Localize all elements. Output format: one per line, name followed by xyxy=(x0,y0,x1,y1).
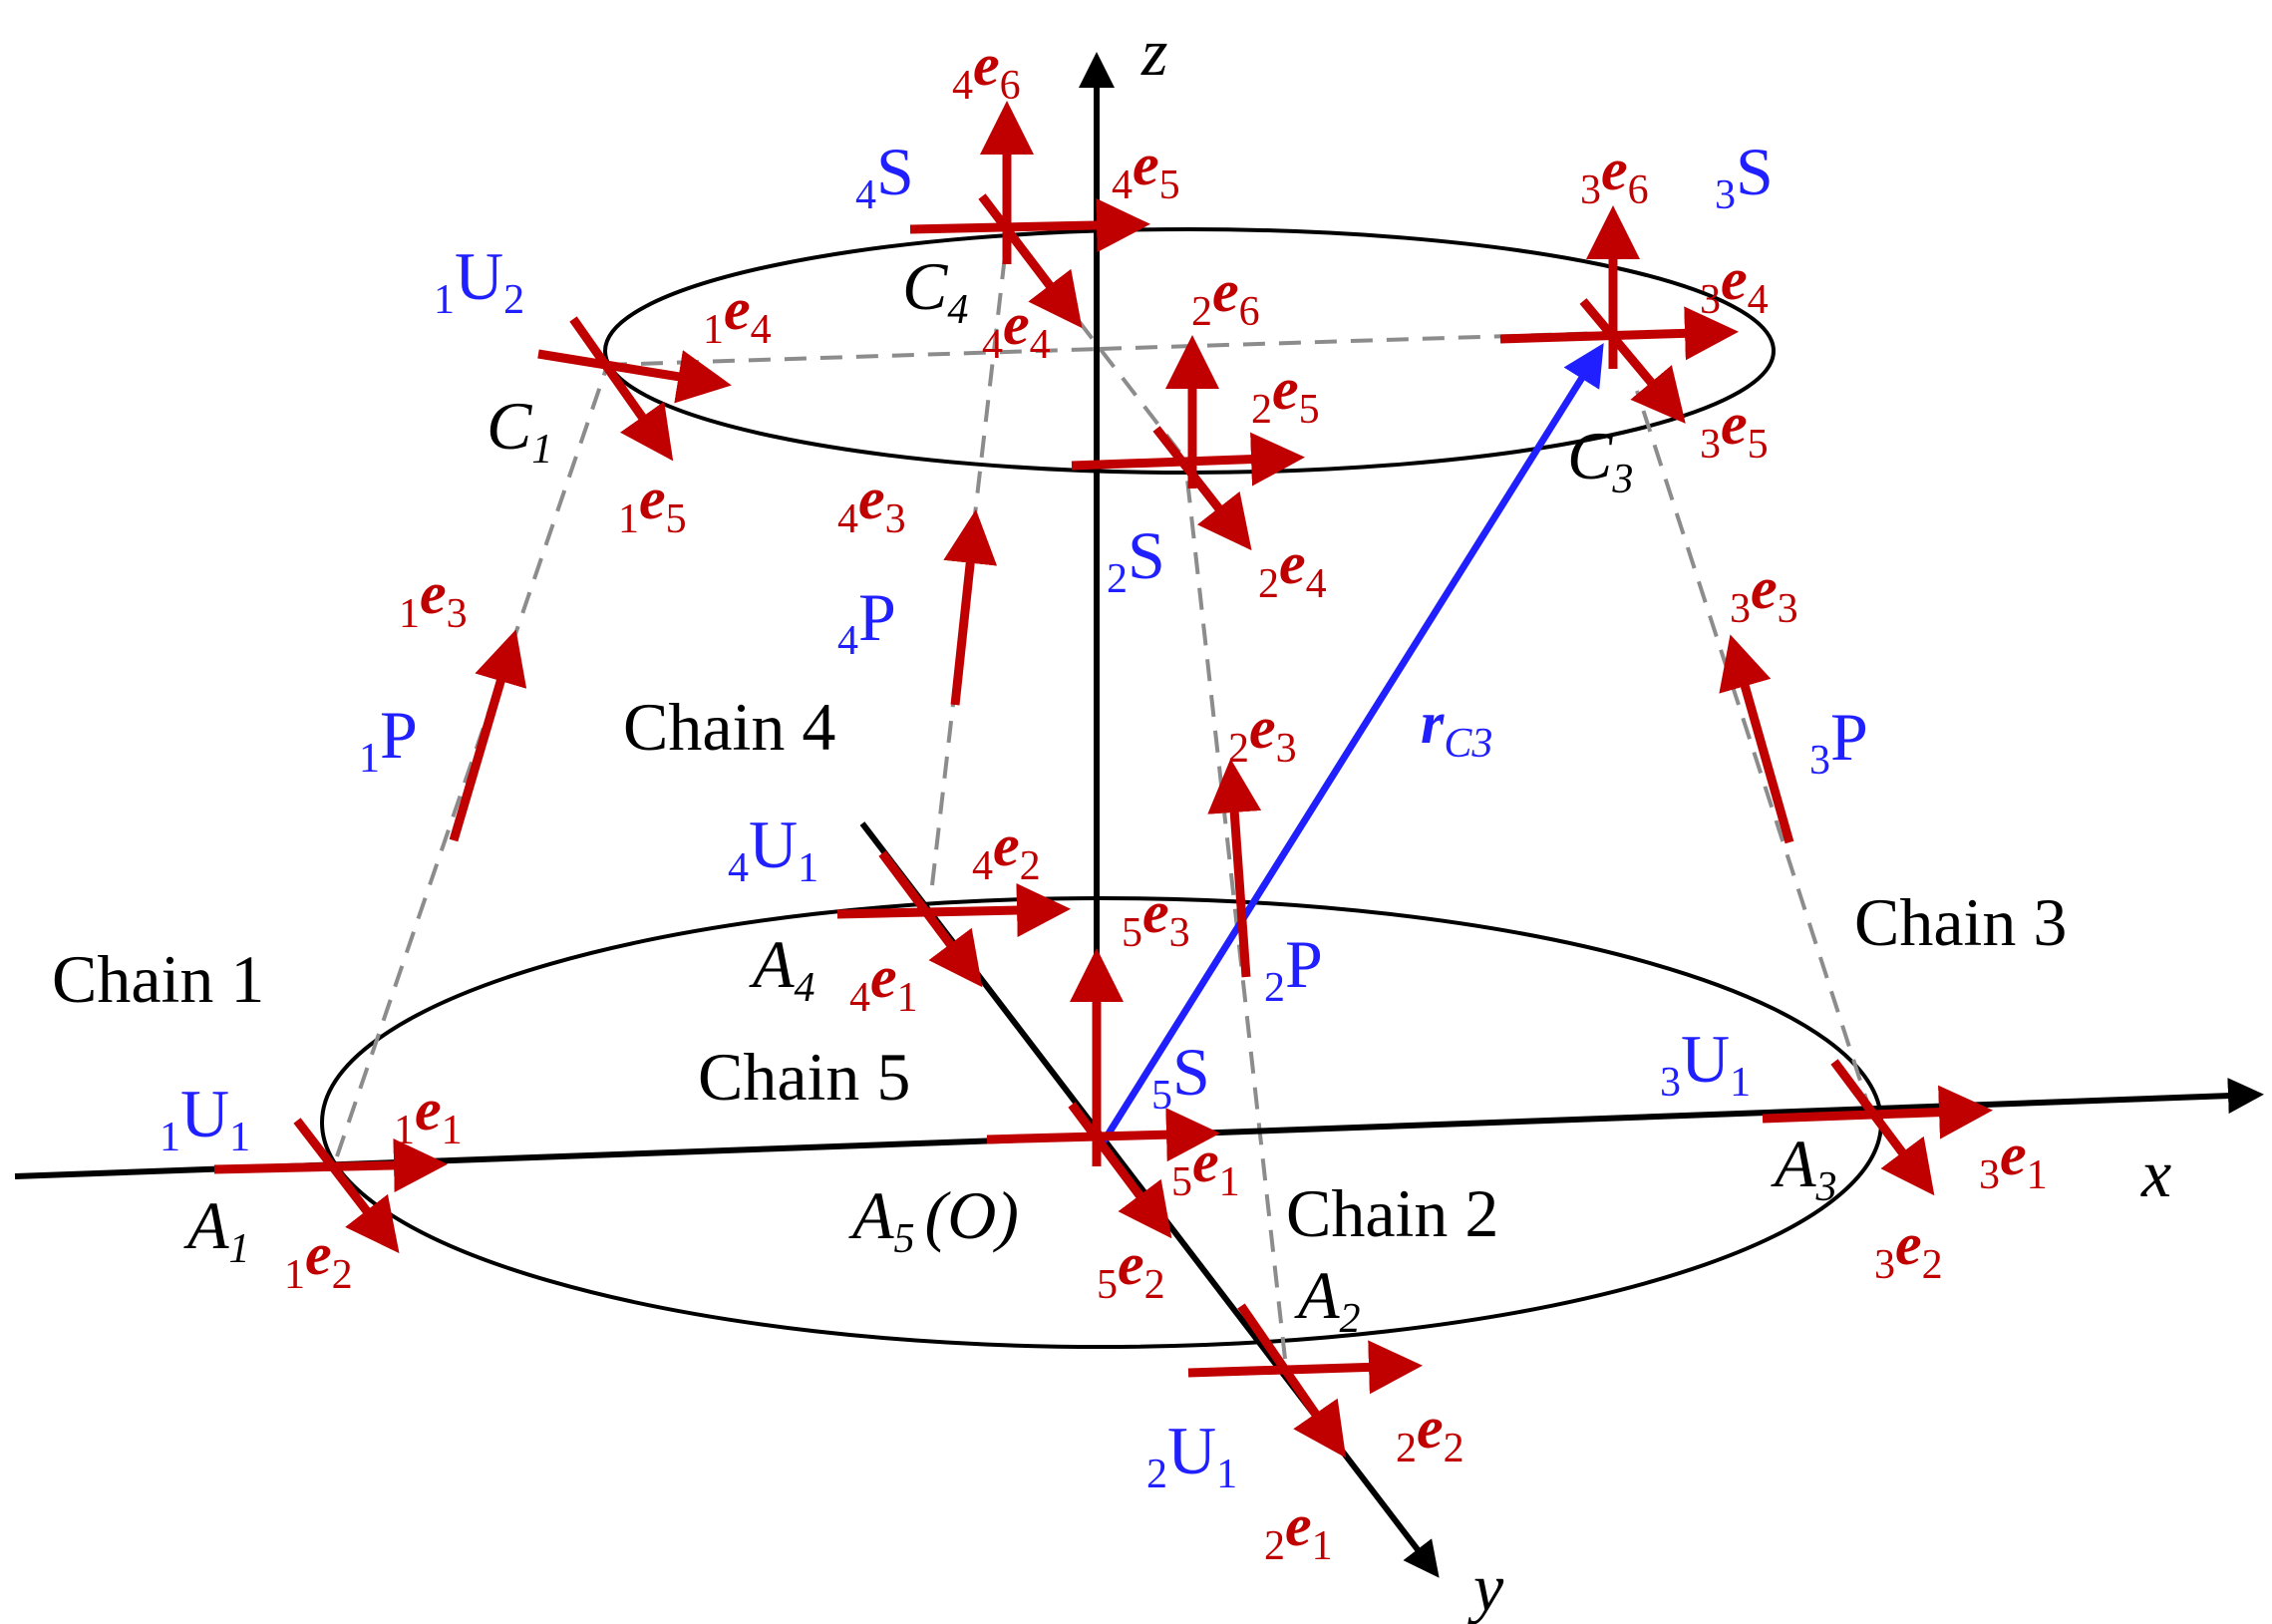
point-c3: C3 xyxy=(1567,418,1633,502)
joint-2u1: 2U1 xyxy=(1146,1413,1237,1497)
unit-vector-arrows xyxy=(213,101,1993,1459)
label-4e6: 4e6 xyxy=(952,32,1021,109)
label-5e2: 5e2 xyxy=(1097,1231,1165,1308)
label-2e5: 2e5 xyxy=(1251,356,1320,433)
label-2e2: 2e2 xyxy=(1396,1395,1464,1471)
joint-2s: 2S xyxy=(1107,517,1165,602)
label-3e3: 3e3 xyxy=(1730,555,1798,632)
label-1e2: 1e2 xyxy=(284,1221,353,1298)
label-2e1: 2e1 xyxy=(1264,1492,1333,1569)
joint-3p: 3P xyxy=(1809,699,1868,784)
dashed-links xyxy=(335,220,1873,1360)
label-2e3: 2e3 xyxy=(1228,695,1297,772)
joint-4u1: 4U1 xyxy=(728,807,818,891)
y-axis-label: y xyxy=(1467,1549,1504,1624)
joint-1u1: 1U1 xyxy=(160,1076,250,1160)
label-4e4: 4e4 xyxy=(982,291,1051,368)
label-4e5: 4e5 xyxy=(1112,132,1180,208)
joint-3s: 3S xyxy=(1715,134,1774,218)
point-c4: C4 xyxy=(902,248,968,333)
joint-3u1: 3U1 xyxy=(1660,1021,1751,1106)
label-1e5: 1e5 xyxy=(618,466,687,542)
point-a3: A3 xyxy=(1771,1126,1837,1210)
joint-2p: 2P xyxy=(1264,926,1323,1011)
label-4e2: 4e2 xyxy=(972,812,1041,889)
chain-4-label: Chain 4 xyxy=(623,689,835,765)
point-a2: A2 xyxy=(1294,1257,1361,1342)
label-3e2: 3e2 xyxy=(1874,1211,1943,1288)
joint-1u2: 1U2 xyxy=(434,238,524,323)
x-axis-label: x xyxy=(2140,1136,2171,1211)
joint-4s: 4S xyxy=(855,134,914,218)
label-4e1: 4e1 xyxy=(849,944,918,1021)
label-3e6: 3e6 xyxy=(1580,137,1649,213)
joint-1p: 1P xyxy=(359,697,418,782)
chain-5-label: Chain 5 xyxy=(698,1039,910,1115)
joint-4p: 4P xyxy=(837,579,896,664)
label-2e6: 2e6 xyxy=(1191,258,1260,335)
label-2e4: 2e4 xyxy=(1258,530,1327,607)
label-1e3: 1e3 xyxy=(399,560,468,637)
label-3e4: 3e4 xyxy=(1700,246,1769,323)
point-a5-origin: A5(O) xyxy=(848,1177,1019,1262)
label-1e4: 1e4 xyxy=(703,276,772,353)
label-rc3: rC3 xyxy=(1421,690,1492,767)
point-c1: C1 xyxy=(487,388,552,473)
point-a1: A1 xyxy=(183,1187,250,1272)
unit-vector-labels: 1e1 1e2 1e3 1e4 1e5 2e1 2e2 2e3 2e4 2e5 … xyxy=(284,32,2048,1569)
label-3e5: 3e5 xyxy=(1700,391,1769,468)
label-5e3: 5e3 xyxy=(1122,879,1190,956)
joint-5s: 5S xyxy=(1151,1034,1210,1119)
point-a4: A4 xyxy=(749,926,815,1011)
chain-2-label: Chain 2 xyxy=(1286,1175,1498,1251)
z-axis-label: z xyxy=(1140,14,1167,90)
label-4e3: 4e3 xyxy=(837,466,906,542)
label-3e1: 3e1 xyxy=(1979,1122,2048,1198)
label-1e1: 1e1 xyxy=(394,1077,463,1153)
position-vector-rc3 xyxy=(1101,343,1604,1143)
chain-3-label: Chain 3 xyxy=(1854,884,2067,960)
chain-1-label: Chain 1 xyxy=(52,941,264,1017)
label-5e1: 5e1 xyxy=(1171,1129,1240,1205)
